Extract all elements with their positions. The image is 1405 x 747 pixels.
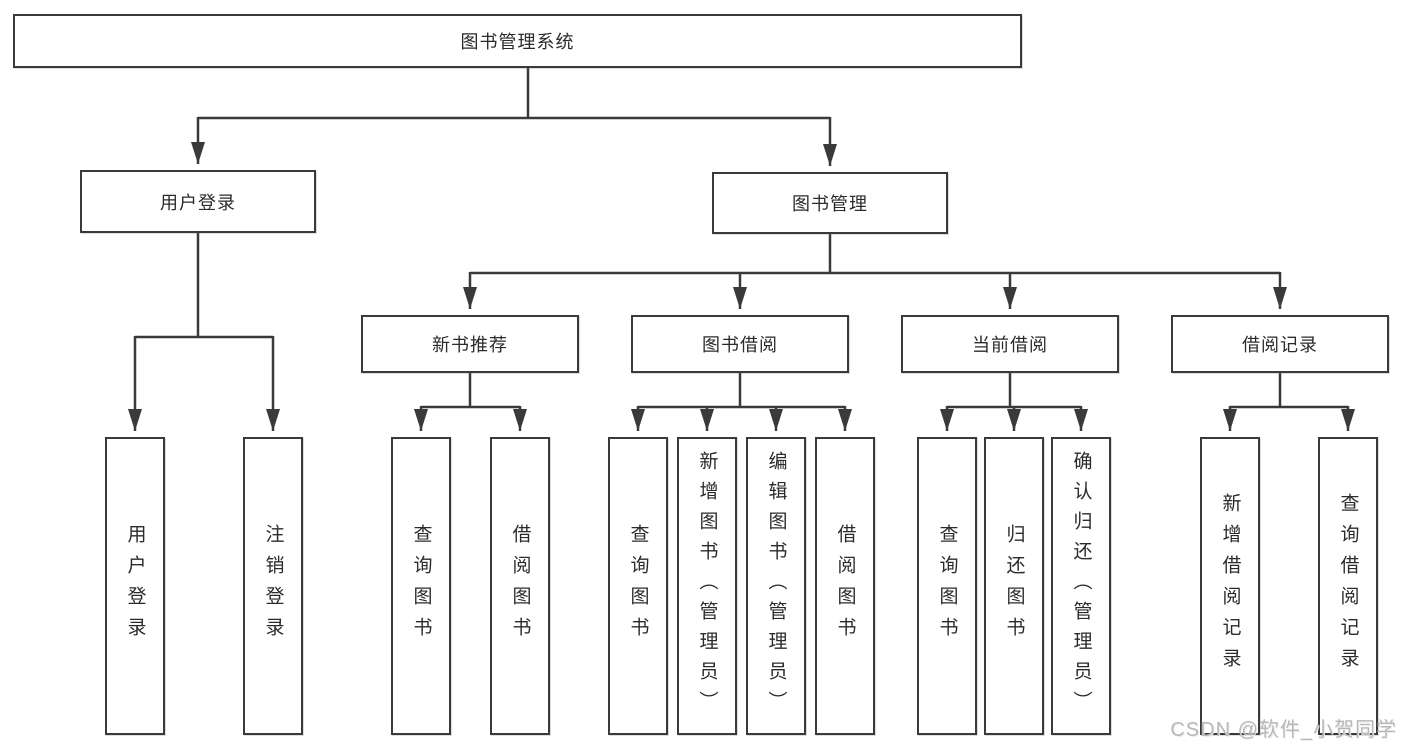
leaf-bb-edit-books-admin-label: 编辑图书（管理员） bbox=[765, 451, 787, 721]
leaf-bb-add-books-admin: 新增图书（管理员） bbox=[677, 437, 737, 735]
leaf-cb-confirm-return-admin-label: 确认归还（管理员） bbox=[1070, 451, 1092, 721]
leaf-br-query-record: 查询借阅记录 bbox=[1318, 437, 1378, 735]
leaf-cb-return-books-label: 归还图书 bbox=[1003, 524, 1025, 648]
node-user-login: 用户登录 bbox=[80, 170, 316, 233]
leaf-bb-borrow-books: 借阅图书 bbox=[815, 437, 875, 735]
leaf-user-login: 用户登录 bbox=[105, 437, 165, 735]
leaf-user-login-label: 用户登录 bbox=[124, 524, 146, 648]
leaf-bb-add-books-admin-label: 新增图书（管理员） bbox=[696, 451, 718, 721]
leaf-logout-label: 注销登录 bbox=[262, 524, 284, 648]
leaf-cb-query-books: 查询图书 bbox=[917, 437, 977, 735]
node-book-mgmt-label: 图书管理 bbox=[792, 194, 868, 214]
node-book-borrow-label: 图书借阅 bbox=[702, 335, 778, 355]
node-borrow-records: 借阅记录 bbox=[1171, 315, 1389, 373]
node-book-mgmt: 图书管理 bbox=[712, 172, 948, 234]
leaf-br-add-record: 新增借阅记录 bbox=[1200, 437, 1260, 735]
node-user-login-label: 用户登录 bbox=[160, 192, 236, 213]
leaf-bb-query-books-label: 查询图书 bbox=[627, 524, 649, 648]
leaf-bb-edit-books-admin: 编辑图书（管理员） bbox=[746, 437, 806, 735]
node-book-borrow: 图书借阅 bbox=[631, 315, 849, 373]
node-root: 图书管理系统 bbox=[13, 14, 1022, 68]
leaf-bb-query-books: 查询图书 bbox=[608, 437, 668, 735]
csdn-watermark: CSDN @软件_小贺同学 bbox=[1170, 719, 1397, 741]
leaf-logout: 注销登录 bbox=[243, 437, 303, 735]
leaf-nbr-query-books-label: 查询图书 bbox=[410, 524, 432, 648]
node-current-borrow: 当前借阅 bbox=[901, 315, 1119, 373]
leaf-nbr-borrow-books: 借阅图书 bbox=[490, 437, 550, 735]
node-new-book-recommend-label: 新书推荐 bbox=[432, 335, 508, 355]
leaf-cb-return-books: 归还图书 bbox=[984, 437, 1044, 735]
node-current-borrow-label: 当前借阅 bbox=[972, 335, 1048, 355]
leaf-nbr-borrow-books-label: 借阅图书 bbox=[509, 524, 531, 648]
leaf-nbr-query-books: 查询图书 bbox=[391, 437, 451, 735]
leaf-br-query-record-label: 查询借阅记录 bbox=[1337, 493, 1359, 679]
leaf-cb-confirm-return-admin: 确认归还（管理员） bbox=[1051, 437, 1111, 735]
node-new-book-recommend: 新书推荐 bbox=[361, 315, 579, 373]
node-root-label: 图书管理系统 bbox=[460, 32, 575, 52]
leaf-bb-borrow-books-label: 借阅图书 bbox=[834, 524, 856, 648]
node-borrow-records-label: 借阅记录 bbox=[1242, 335, 1318, 355]
leaf-br-add-record-label: 新增借阅记录 bbox=[1219, 493, 1241, 679]
leaf-cb-query-books-label: 查询图书 bbox=[936, 524, 958, 648]
